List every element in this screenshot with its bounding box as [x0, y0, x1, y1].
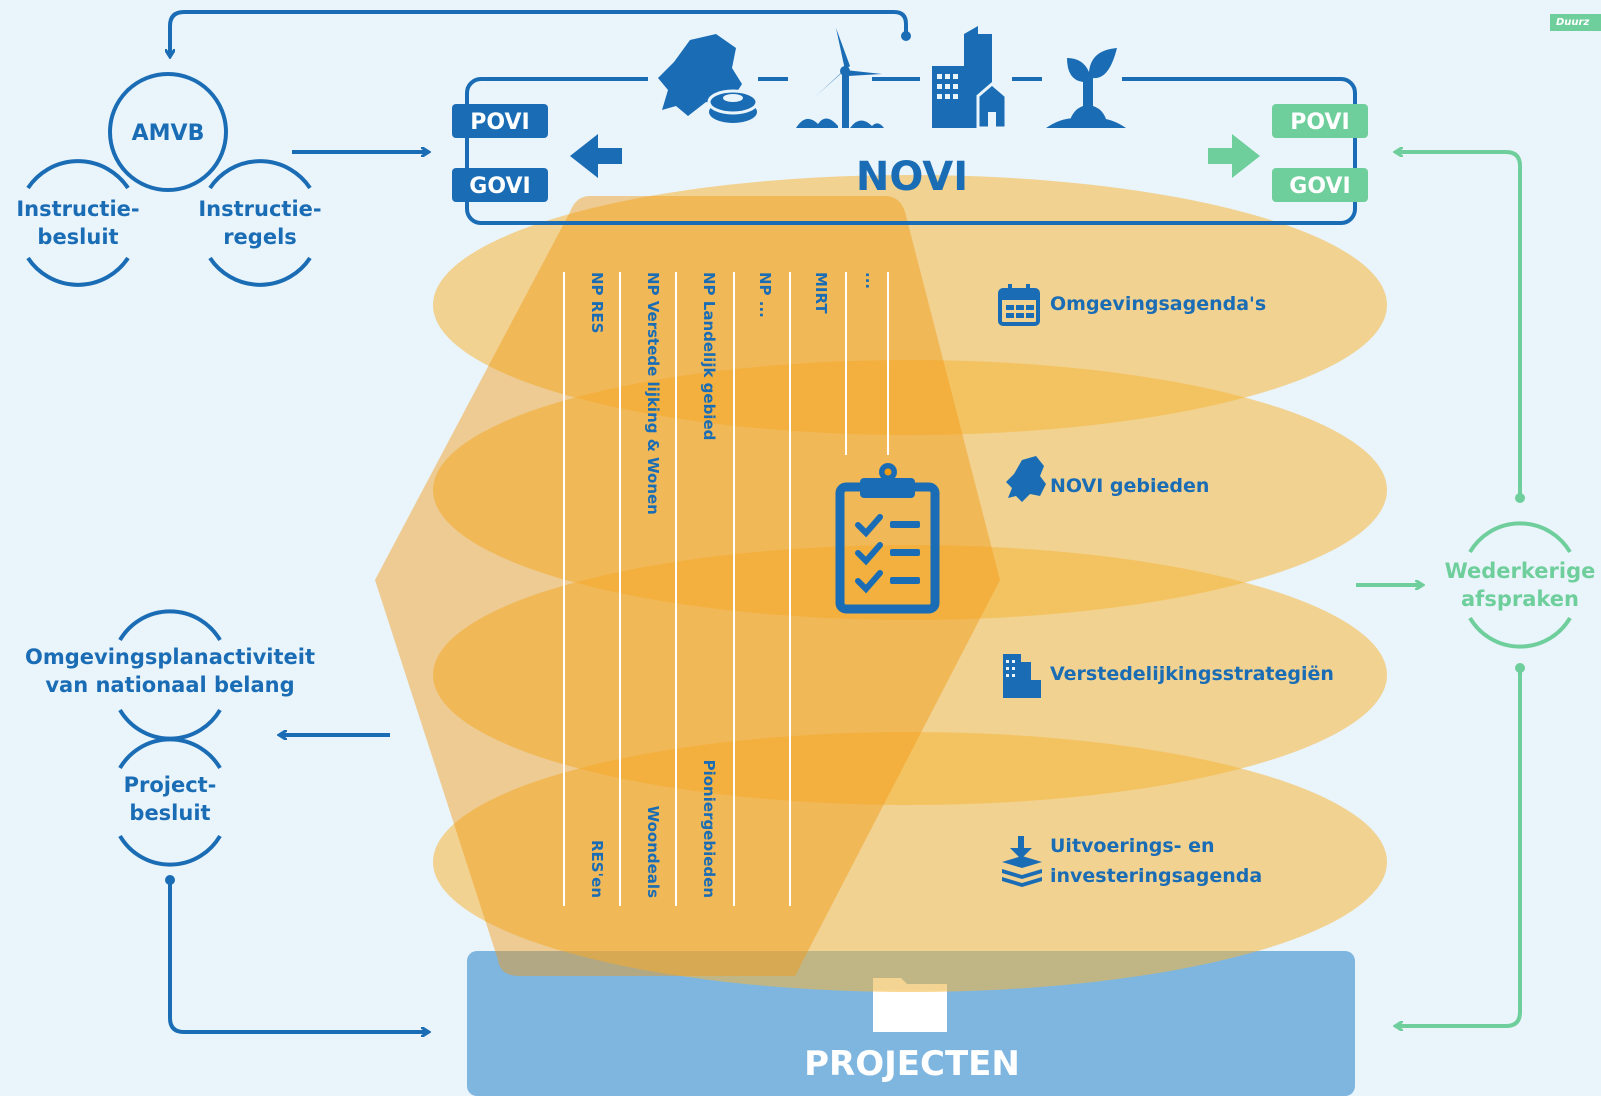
city-buildings-icon [920, 26, 1012, 130]
agreements-line1: Wederkerige [1445, 559, 1596, 583]
instructiebesluit-arc-bottom [26, 256, 130, 287]
instructieregels-line1: Instructie- [198, 197, 321, 221]
project-cluster [118, 609, 222, 867]
amvb-cluster [26, 72, 312, 287]
instructieregels-arc-bottom [208, 256, 312, 287]
program-col-6: ... [862, 272, 880, 289]
projectbesluit-line2: besluit [129, 801, 210, 825]
program-col-5: MIRT [812, 272, 830, 314]
novi-frame [465, 77, 1357, 225]
left-arrow-icon [570, 134, 622, 178]
download-stack-icon [1002, 836, 1042, 887]
layer-label-3: Verstedelijkingsstrategiën [1050, 663, 1334, 685]
layer-ellipse-3 [433, 545, 1387, 805]
program-bottom-1: RES'en [588, 840, 606, 898]
layer-label-2: NOVI gebieden [1050, 475, 1209, 497]
layer-ellipses [433, 175, 1387, 992]
agreements-arcs [1468, 521, 1572, 649]
program-hexagon [375, 196, 1000, 976]
amvb-label: AMVB [132, 121, 205, 146]
povi-tag-right-label: POVI [1290, 110, 1349, 135]
top-feedback-arrow [170, 10, 908, 56]
layer-ellipse-4 [433, 732, 1387, 992]
projecten-label: PROJECTEN [804, 1044, 1020, 1084]
program-col-2: NP Verstede lijking & Wonen [644, 272, 662, 515]
novi-title: NOVI [856, 154, 968, 200]
activity-line2: van nationaal belang [45, 673, 294, 697]
projectbesluit-to-projecten-arrow [168, 880, 428, 1032]
povi-tag-right [1272, 104, 1368, 138]
corner-badge: Duurz [1550, 14, 1601, 31]
sprout-icon [1042, 48, 1126, 128]
govi-tag-left-label: GOVI [469, 174, 530, 199]
activity-line1: Omgevingsplanactiviteit [25, 645, 315, 669]
right-arrow-icon [1208, 134, 1260, 178]
program-col-4: NP ... [756, 272, 774, 318]
program-labels-bottom: RES'en Woondeals Pioniergebieden [588, 760, 718, 898]
netherlands-map-with-coins-icon [648, 34, 759, 123]
program-bottom-3: Pioniergebieden [700, 760, 718, 898]
layer-label-1: Omgevingsagenda's [1050, 293, 1266, 315]
povi-tag-left [452, 104, 548, 138]
program-col-1: NP RES [588, 272, 606, 333]
wind-turbine-icon [788, 28, 884, 128]
layer-ellipse-1 [433, 175, 1387, 435]
layer-label-4b: investeringsagenda [1050, 865, 1262, 887]
city-icon [1003, 654, 1041, 698]
instructiebesluit-line2: besluit [37, 225, 118, 249]
novi-top-icons [648, 26, 1126, 130]
govi-tag-left [452, 168, 548, 202]
program-column-lines [563, 272, 889, 906]
instructieregels-arc-top [208, 159, 312, 190]
instructiebesluit-arc-top [26, 159, 130, 190]
right-tags: POVI GOVI [1272, 104, 1368, 202]
calendar-icon [998, 284, 1040, 326]
program-labels-top: NP RES NP Verstede lijking & Wonen NP La… [588, 272, 880, 515]
projectbesluit-line1: Project- [124, 773, 217, 797]
povi-tag-left-label: POVI [470, 110, 529, 135]
instructieregels-line2: regels [223, 225, 297, 249]
layer-label-4a: Uitvoerings- en [1050, 835, 1215, 857]
netherlands-map-icon [1006, 456, 1046, 502]
program-bottom-2: Woondeals [644, 806, 662, 898]
govi-tag-right-label: GOVI [1289, 174, 1350, 199]
instructiebesluit-line1: Instructie- [16, 197, 139, 221]
amvb-circle [108, 72, 228, 192]
left-tags: POVI GOVI [452, 104, 548, 202]
agreements-to-govi-arrow [1396, 152, 1522, 498]
program-col-3: NP Landelijk gebied [700, 272, 718, 440]
agreements-line2: afspraken [1461, 587, 1579, 611]
govi-tag-right [1272, 168, 1368, 202]
agreements-to-projecten-arrow [1396, 668, 1522, 1026]
clipboard-checklist-icon [835, 463, 940, 614]
